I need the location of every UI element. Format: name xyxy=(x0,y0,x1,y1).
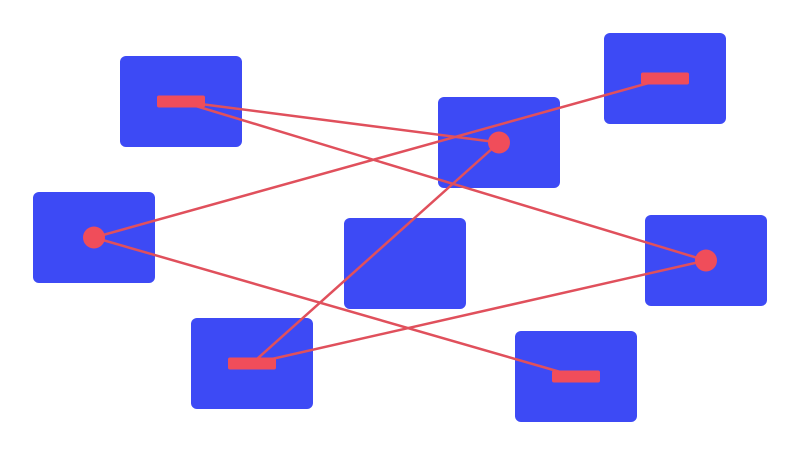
node-box-n5[interactable] xyxy=(344,218,466,309)
dot-connector-n4[interactable] xyxy=(83,226,105,249)
edge-n4-n2 xyxy=(92,77,667,239)
bar-connector-n1[interactable] xyxy=(157,95,205,108)
nodes xyxy=(33,33,767,422)
dot-connector-n3[interactable] xyxy=(488,131,510,154)
edge-n4-n8 xyxy=(92,236,578,378)
bar-connector-n8[interactable] xyxy=(552,370,600,383)
ports xyxy=(83,72,717,383)
edge-n7-n6 xyxy=(250,259,708,365)
bar-connector-n7[interactable] xyxy=(228,357,276,370)
edges xyxy=(92,77,708,378)
bar-connector-n2[interactable] xyxy=(641,72,689,85)
edge-n1-n6 xyxy=(179,100,708,262)
dot-connector-n6[interactable] xyxy=(695,249,717,272)
edge-n1-n3 xyxy=(179,100,501,144)
edge-n3-n7 xyxy=(250,141,501,365)
